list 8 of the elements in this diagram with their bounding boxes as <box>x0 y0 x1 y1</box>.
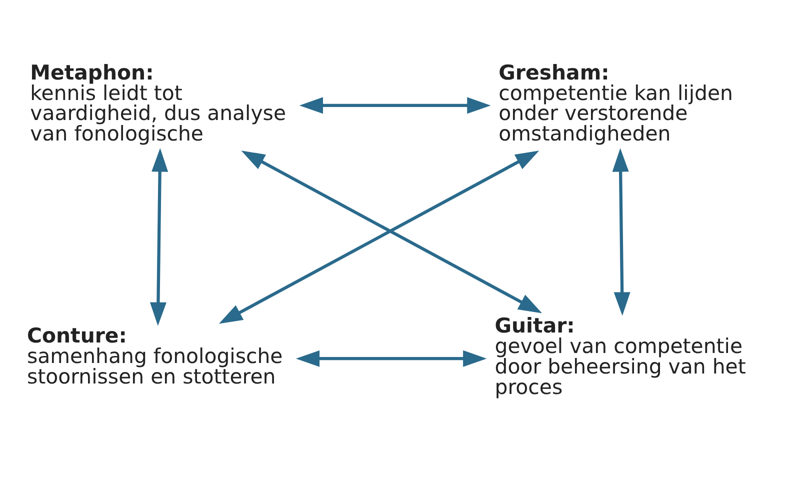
node-text: Gresham: competentie kan lijden onder verstorende omstandigheden <box>498 60 733 146</box>
arrow <box>150 148 168 326</box>
arrow <box>299 97 491 114</box>
arrow <box>296 350 487 367</box>
node-text: Conture: samenhang fonologische stoornissen en stotteren <box>27 324 283 389</box>
node-text: Guitar: gevoel van competentie door beheersing van het proces <box>494 313 746 399</box>
node-text: Metaphon: kennis leidt tot vaardigheid, dus analyse van fonologische <box>30 60 286 146</box>
arrow <box>612 148 630 316</box>
